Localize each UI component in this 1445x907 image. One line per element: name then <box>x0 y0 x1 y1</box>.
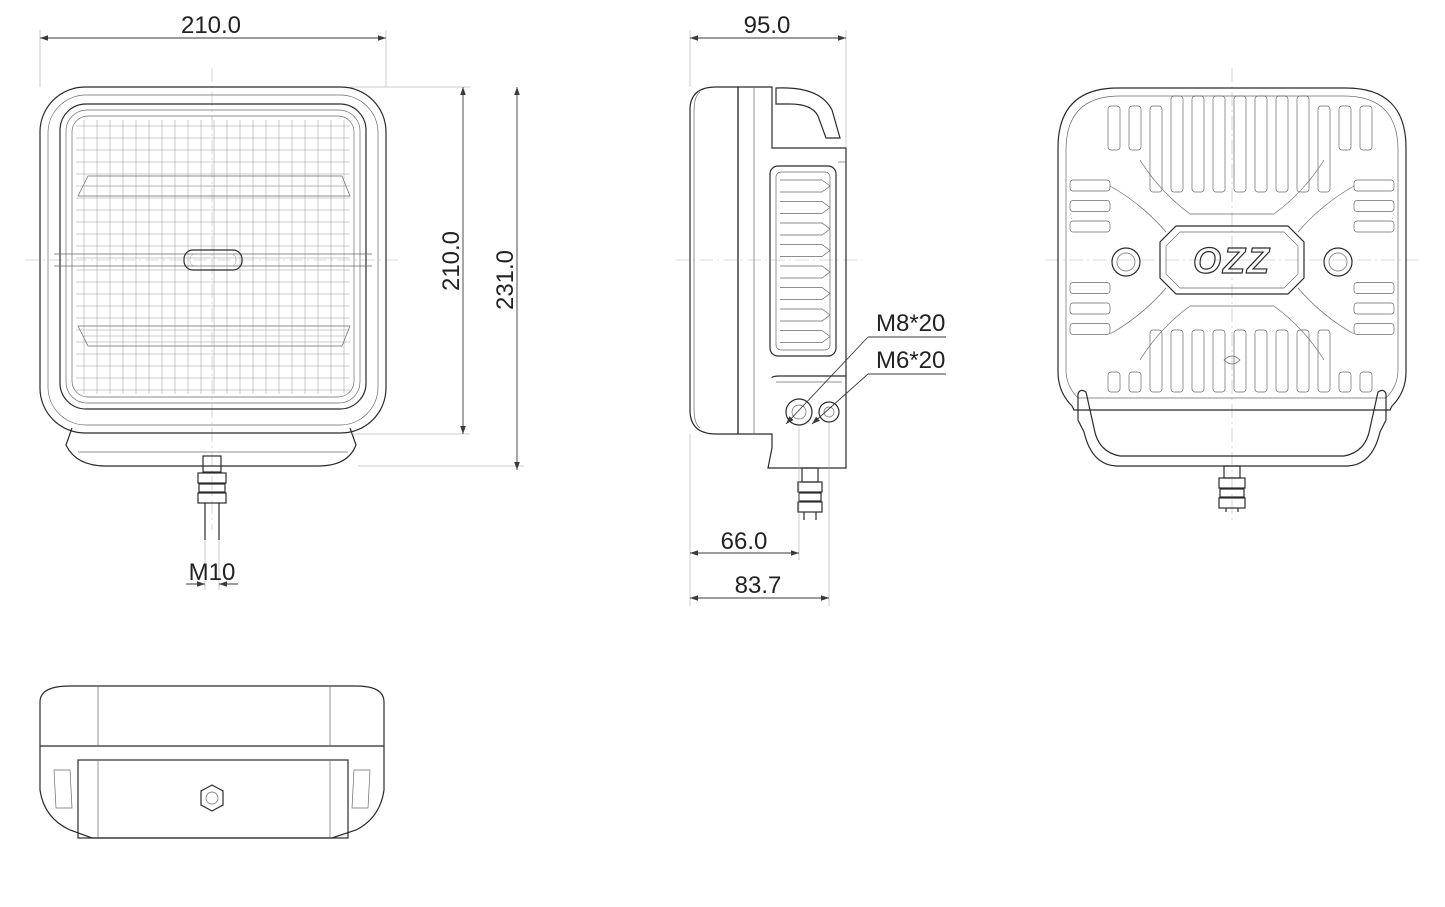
rear-left-fin <box>1069 220 1111 233</box>
rear-top-fin <box>1275 95 1289 193</box>
side-fin <box>780 179 831 193</box>
side-mount-bolt <box>797 467 823 520</box>
rear-bottom-fin <box>1338 371 1352 393</box>
side-fin <box>780 265 831 279</box>
side-fin <box>780 222 831 236</box>
rear-bottom-fin <box>1233 329 1247 393</box>
rear-bottom-fin <box>1254 329 1268 393</box>
rear-left-fin <box>1069 179 1111 192</box>
side-fin <box>780 287 831 300</box>
side-fin <box>780 201 831 214</box>
rear-top-fin <box>1317 105 1331 193</box>
rear-right-fin <box>1353 302 1395 315</box>
rear-top-fin <box>1212 95 1226 193</box>
side-fin <box>780 244 831 257</box>
bottom-hex-nut <box>200 784 224 812</box>
rear-top-fin <box>1338 105 1352 151</box>
rear-bottom-fin <box>1128 371 1142 393</box>
rear-left-boss <box>1111 247 1141 277</box>
rear-mount-bolt <box>1218 465 1246 512</box>
rear-left-fin <box>1069 200 1111 212</box>
bottom-view <box>39 685 385 839</box>
side-screw-m6 <box>818 401 840 423</box>
front-badge <box>183 249 243 271</box>
rear-right-fin <box>1353 179 1395 192</box>
rear-bottom-fin <box>1170 329 1184 393</box>
rear-bottom-fin <box>1296 329 1310 393</box>
side-fin <box>780 330 831 343</box>
rear-left-fin <box>1069 323 1111 335</box>
side-screw-m8 <box>785 398 813 426</box>
rear-bottom-fin <box>1275 329 1289 393</box>
front-lens-grid <box>76 120 350 394</box>
rear-left-fin <box>1069 282 1111 294</box>
rear-logo-plate <box>1159 225 1305 295</box>
lower-reflector-band <box>77 325 351 347</box>
upper-reflector-band <box>77 175 351 197</box>
rear-view: OZZ <box>1045 68 1420 520</box>
rear-mount-bracket <box>1077 389 1387 467</box>
label-screw-small: M6*20 <box>876 347 945 374</box>
dim-front-width: 210.0 <box>181 12 241 39</box>
side-view: M8*20 M6*20 95.0 66.0 83.7 <box>675 12 946 606</box>
rear-top-fin <box>1149 105 1163 193</box>
rear-bottom-fin <box>1317 329 1331 393</box>
rear-right-boss <box>1323 247 1353 277</box>
rear-left-fin <box>1069 302 1111 315</box>
dim-side-depth: 95.0 <box>744 12 791 39</box>
rear-bottom-fins <box>1107 329 1373 393</box>
rear-top-fin <box>1254 95 1268 193</box>
rear-right-fins <box>1353 179 1395 335</box>
rear-top-fin <box>1107 105 1121 151</box>
dim-side-bolt-offset: 83.7 <box>735 572 782 599</box>
rear-right-fin <box>1353 220 1395 233</box>
rear-top-fin <box>1359 105 1373 151</box>
rear-brand-logo: OZZ <box>1193 240 1271 281</box>
rear-top-fin <box>1191 95 1205 193</box>
front-mount-bolt <box>197 455 227 540</box>
dim-front-height-total: 231.0 <box>492 250 519 310</box>
rear-top-fins <box>1107 95 1373 193</box>
rear-right-fin <box>1353 200 1395 212</box>
rear-top-fin <box>1170 95 1184 193</box>
rear-left-fins <box>1069 179 1111 335</box>
rear-bottom-fin <box>1212 329 1226 393</box>
rear-bottom-fin <box>1359 371 1373 393</box>
rear-top-fin <box>1233 95 1247 193</box>
side-top-handle <box>775 87 841 139</box>
rear-bottom-fin <box>1149 329 1163 393</box>
rear-bottom-fin <box>1107 371 1121 393</box>
rear-right-fin <box>1353 282 1395 294</box>
rear-top-fin <box>1128 105 1142 151</box>
bottom-bracket-plate <box>77 759 349 839</box>
front-view: 210.0 210.0 231.0 M10 <box>25 12 524 590</box>
dim-bolt-thread: M10 <box>189 559 236 586</box>
dim-side-bracket-offset: 66.0 <box>721 528 768 555</box>
dim-front-height-lens: 210.0 <box>438 231 465 291</box>
front-mount-bracket <box>65 427 357 467</box>
rear-bottom-fin <box>1191 329 1205 393</box>
rear-right-fin <box>1353 323 1395 335</box>
rear-top-fin <box>1296 95 1310 193</box>
side-cooling-fins <box>780 179 831 343</box>
label-screw-large: M8*20 <box>876 310 945 337</box>
side-fin <box>780 308 831 322</box>
